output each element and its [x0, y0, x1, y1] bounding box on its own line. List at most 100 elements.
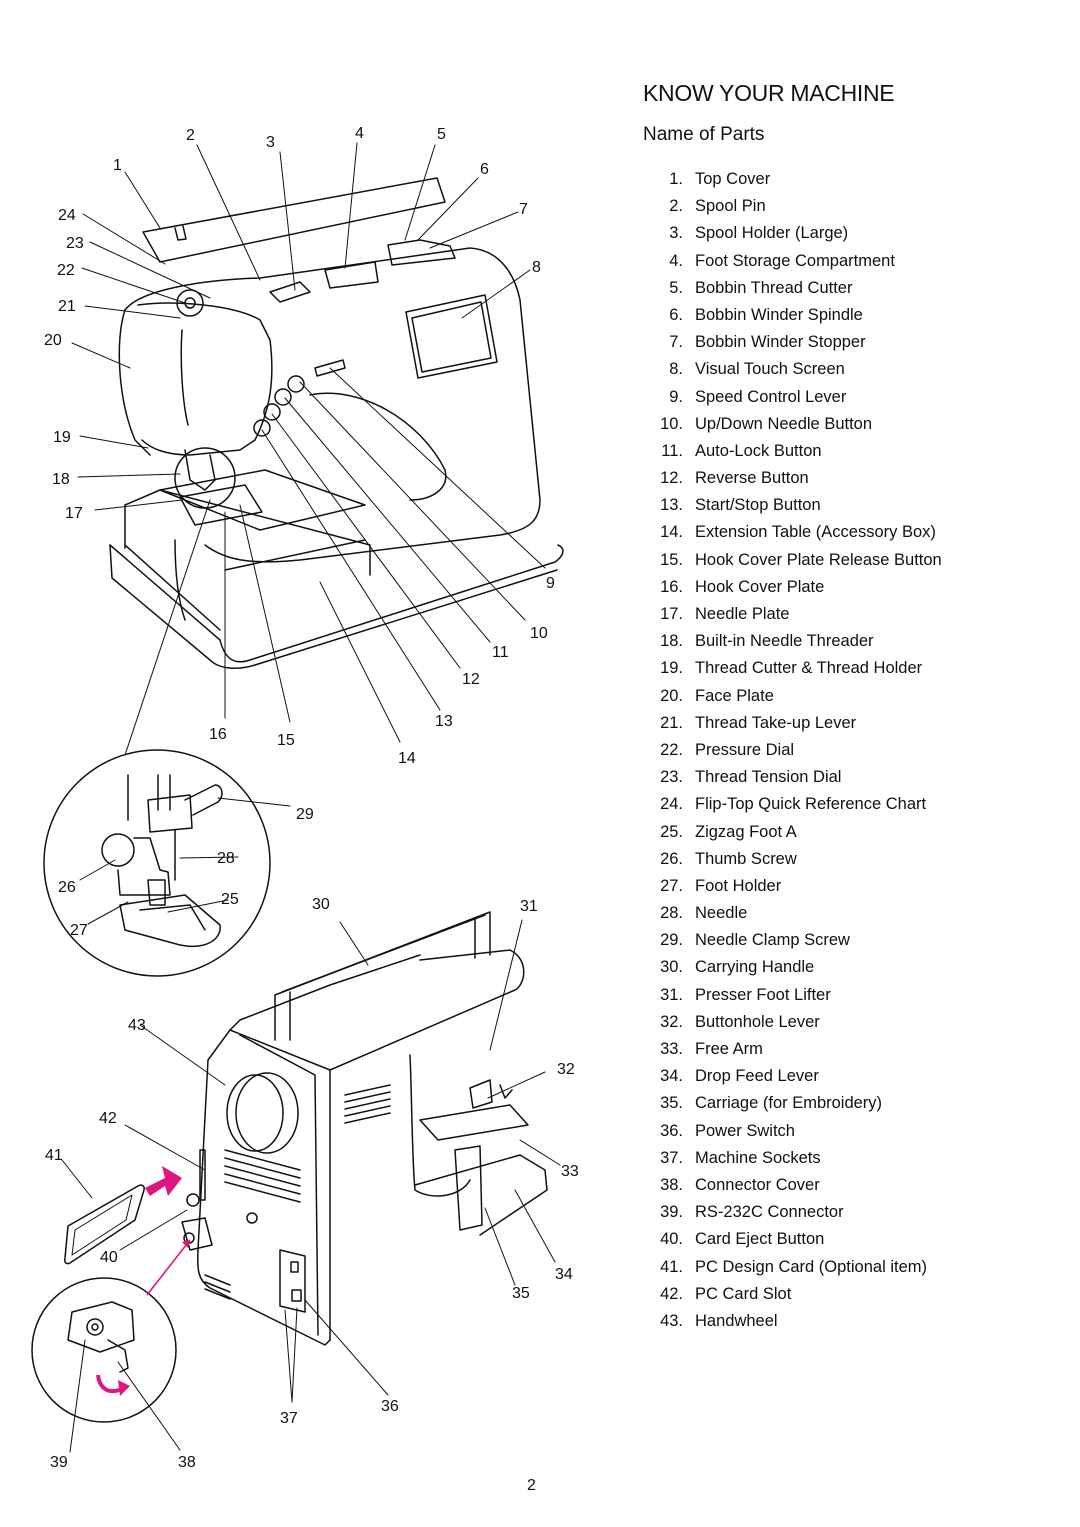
part-number: 8.: [669, 360, 683, 379]
part-number: 36.: [660, 1121, 683, 1140]
part-name: Up/Down Needle Button: [695, 414, 873, 433]
callout-28: 28: [217, 850, 235, 867]
leader-lines-detail: [79, 797, 291, 925]
parts-list-item: 17.Needle Plate: [645, 601, 942, 628]
part-number: 33.: [660, 1040, 683, 1058]
section-subheading: Name of Parts: [643, 124, 765, 145]
parts-list-item: 9.Speed Control Lever: [645, 384, 942, 411]
part-name: Zigzag Foot A: [695, 822, 797, 841]
callout-29: 29: [296, 806, 314, 823]
part-name: Hook Cover Plate: [695, 577, 825, 596]
parts-list-item: 3.Spool Holder (Large): [645, 220, 942, 247]
part-number: 42.: [660, 1284, 683, 1303]
parts-list-item: 12. Reverse Button: [645, 465, 942, 492]
parts-list-item: 30.Carrying Handle: [645, 954, 942, 981]
part-name: Extension Table (Accessory Box): [695, 523, 936, 542]
part-number: 20.: [660, 686, 683, 705]
callout-22: 22: [57, 262, 75, 279]
part-name: Needle Clamp Screw: [695, 931, 850, 950]
part-name: Thumb Screw: [695, 849, 797, 868]
page-number: 2: [527, 1477, 536, 1494]
part-name: Auto-Lock Button: [695, 441, 822, 460]
part-number: 1.: [669, 170, 683, 188]
callout-36: 36: [381, 1398, 399, 1415]
part-number: 12.: [660, 469, 683, 488]
leader-lines-rear: [61, 919, 561, 1453]
part-number: 35.: [660, 1094, 683, 1113]
callout-34: 34: [555, 1266, 573, 1283]
part-name: Flip-Top Quick Reference Chart: [695, 795, 927, 814]
callout-21: 21: [58, 298, 76, 315]
callout-43: 43: [128, 1017, 146, 1034]
part-number: 34.: [660, 1067, 683, 1086]
parts-list-item: 15.Hook Cover Plate Release Button: [645, 547, 942, 574]
parts-list-item: 7.Bobbin Winder Stopper: [645, 329, 942, 356]
callout-10: 10: [530, 625, 548, 642]
parts-list-item: 10. Up/Down Needle Button: [645, 411, 942, 438]
part-number: 39.: [660, 1203, 683, 1222]
part-name: Visual Touch Screen: [695, 360, 845, 379]
part-number: 41.: [660, 1257, 683, 1276]
pc-design-card-illustration: [64, 1184, 145, 1265]
connector-cover-detail-illustration: [31, 1277, 177, 1423]
part-name: Hook Cover Plate Release Button: [695, 550, 942, 569]
insert-arrow-icon: [145, 1166, 182, 1196]
part-name: Bobbin Winder Stopper: [695, 333, 866, 352]
parts-list-item: 40.Card Eject Button: [645, 1226, 942, 1253]
parts-list-item: 22.Pressure Dial: [645, 737, 942, 764]
part-name: Machine Sockets: [695, 1148, 821, 1167]
parts-list-item: 29. Needle Clamp Screw: [645, 927, 942, 954]
part-name: Spool Pin: [695, 197, 766, 216]
parts-list-item: 4.Foot Storage Compartment: [645, 248, 942, 275]
part-number: 25.: [660, 822, 683, 841]
part-number: 30.: [660, 958, 683, 977]
callout-5: 5: [437, 126, 446, 143]
callout-23: 23: [66, 235, 84, 252]
parts-list-item: 18.Built-in Needle Threader: [645, 628, 942, 655]
part-number: 9.: [669, 387, 683, 406]
page-heading: KNOW YOUR MACHINE: [643, 80, 895, 106]
part-name: Handwheel: [695, 1311, 778, 1330]
part-number: 10.: [660, 414, 683, 433]
callout-42: 42: [99, 1110, 117, 1127]
part-number: 11.: [661, 441, 683, 460]
part-number: 28.: [660, 904, 683, 923]
machine-front-view-illustration: [109, 177, 564, 670]
callout-40: 40: [100, 1249, 118, 1266]
callout-13: 13: [435, 713, 453, 730]
callout-25: 25: [221, 891, 239, 908]
callout-41: 41: [45, 1147, 63, 1164]
parts-list-item: 26.Thumb Screw: [645, 846, 942, 873]
callout-6: 6: [480, 161, 489, 178]
parts-list-item: 20.Face Plate: [645, 683, 942, 710]
part-number: 29.: [660, 931, 683, 950]
callout-12: 12: [462, 671, 480, 688]
part-number: 16.: [660, 577, 683, 596]
part-number: 19.: [660, 659, 683, 678]
part-name: Reverse Button: [695, 469, 809, 488]
callout-27: 27: [70, 922, 88, 939]
callout-30: 30: [312, 896, 330, 913]
parts-list-item: 1. Top Cover: [645, 166, 942, 193]
part-number: 3.: [669, 224, 683, 243]
callout-37: 37: [280, 1410, 298, 1427]
callout-20: 20: [44, 332, 62, 349]
part-name: Foot Storage Compartment: [695, 251, 895, 270]
leader-lines-front: [71, 142, 546, 756]
parts-list-item: 33.Free Arm: [645, 1036, 942, 1063]
callout-14: 14: [398, 750, 416, 767]
parts-list-item: 5.Bobbin Thread Cutter: [645, 275, 942, 302]
parts-list-item: 35.Carriage (for Embroidery): [645, 1090, 942, 1117]
parts-list-item: 25. Zigzag Foot A: [645, 819, 942, 846]
part-name: Presser Foot Lifter: [695, 985, 831, 1004]
part-number: 27.: [660, 876, 683, 895]
callout-8: 8: [532, 259, 541, 276]
part-name: Top Cover: [695, 170, 771, 188]
callout-38: 38: [178, 1454, 196, 1471]
parts-list-item: 38.Connector Cover: [645, 1172, 942, 1199]
callout-4: 4: [355, 125, 364, 142]
callout-39: 39: [50, 1454, 68, 1471]
part-name: Built-in Needle Threader: [695, 632, 874, 651]
part-number: 32.: [660, 1012, 683, 1031]
